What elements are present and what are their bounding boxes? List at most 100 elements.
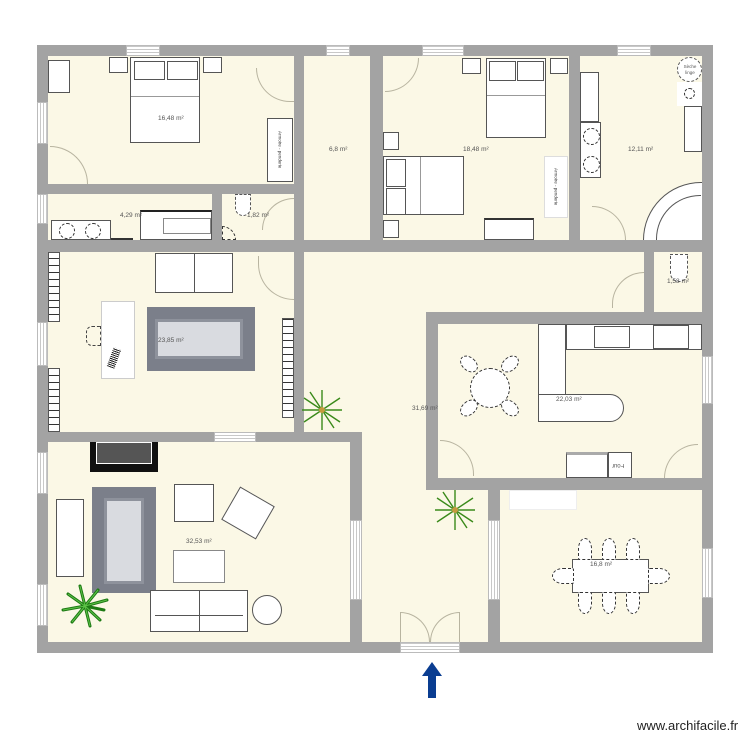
palm-plant-icon [61, 584, 109, 628]
window [702, 548, 713, 598]
toilet[interactable] [235, 194, 251, 216]
bathtub[interactable] [140, 210, 212, 240]
cabinet [580, 72, 599, 122]
fridge[interactable] [566, 452, 608, 478]
chair [578, 538, 592, 560]
towel-rail [111, 238, 133, 240]
chair [626, 538, 640, 560]
dryer-dot [684, 88, 695, 99]
wall-int [370, 56, 383, 242]
wall-int [48, 240, 702, 252]
sofa[interactable] [155, 253, 233, 293]
bed-double[interactable] [486, 58, 546, 138]
entrance-arrow-icon[interactable] [422, 662, 442, 698]
tv-screen [96, 442, 152, 464]
bookshelf [282, 318, 294, 418]
window [214, 432, 256, 442]
wall-int [438, 478, 702, 490]
cabinet [56, 499, 84, 577]
area-label: 1,58 m² [667, 278, 690, 285]
window [702, 356, 713, 404]
area-label: 32,53 m² [186, 538, 212, 545]
washer[interactable] [677, 57, 702, 82]
window [350, 520, 362, 600]
chair [602, 538, 616, 560]
bed-double[interactable] [130, 57, 200, 143]
double-sink[interactable] [580, 122, 601, 178]
double-sink[interactable] [51, 220, 111, 240]
wardrobe-label: Armoire - penderie [277, 131, 283, 169]
window [37, 194, 48, 224]
armchair[interactable] [174, 484, 214, 522]
wall-int [212, 194, 222, 240]
wall-top [37, 45, 713, 56]
stove[interactable] [653, 325, 689, 349]
desk-chair[interactable] [86, 326, 101, 346]
room-hallway-top[interactable] [304, 56, 370, 242]
window [326, 45, 350, 56]
wall-int [644, 252, 654, 312]
chair [578, 592, 592, 614]
side-table [252, 595, 282, 625]
wardrobe-label: Armoire - penderie [553, 168, 559, 206]
chair [626, 592, 640, 614]
sink[interactable] [594, 326, 630, 348]
chair [602, 592, 616, 614]
washer-label: Sèche linge [683, 64, 697, 75]
nightstand [383, 220, 399, 238]
wardrobe[interactable] [544, 156, 568, 218]
bookshelf [48, 252, 60, 322]
kitchen-bar [538, 394, 624, 422]
wall-bottom [37, 642, 713, 653]
area-label: 23,85 m² [158, 337, 184, 344]
window [617, 45, 651, 56]
plant-icon [302, 390, 342, 430]
cabinet [684, 106, 702, 152]
wardrobe[interactable] [267, 118, 293, 182]
sideboard [509, 490, 577, 510]
bed-double[interactable] [383, 156, 464, 215]
toilet[interactable] [670, 254, 688, 282]
wall-int [48, 184, 294, 194]
window [37, 584, 48, 626]
nightstand [550, 58, 568, 74]
nightstand [383, 132, 399, 150]
window-door-entrance[interactable] [400, 642, 460, 653]
sofa[interactable] [150, 590, 248, 632]
area-label: 12,11 m² [628, 146, 654, 153]
area-label: 31,69 m² [412, 405, 438, 412]
coffee-table[interactable] [173, 550, 225, 583]
bookshelf [48, 368, 60, 432]
dresser [484, 218, 534, 240]
area-label: 6,8 m² [329, 146, 348, 153]
oven-label: Four [612, 462, 625, 468]
nightstand [203, 57, 222, 73]
area-label: 16,48 m² [158, 115, 184, 122]
rug-inner [104, 498, 144, 584]
window [37, 322, 48, 366]
desk[interactable] [101, 301, 135, 379]
wall-int [426, 312, 438, 490]
window [488, 520, 500, 600]
window [422, 45, 464, 56]
wall-int [569, 56, 580, 242]
window [37, 102, 48, 144]
counter-vertical [538, 324, 566, 396]
area-label: 18,48 m² [463, 146, 489, 153]
nightstand [462, 58, 481, 74]
wall-int [426, 312, 702, 324]
oven[interactable] [608, 452, 632, 478]
nightstand [48, 60, 70, 93]
plant-icon [435, 490, 475, 530]
wall-int [48, 432, 362, 442]
area-label: 22,03 m² [556, 396, 582, 403]
rug-inner [155, 319, 243, 359]
nightstand [109, 57, 128, 73]
window [126, 45, 160, 56]
wall-right [702, 45, 713, 653]
watermark: www.archifacile.fr [637, 718, 739, 733]
chair [552, 568, 574, 584]
area-label: 16,8 m² [590, 561, 613, 568]
window [37, 452, 48, 494]
chair [648, 568, 670, 584]
